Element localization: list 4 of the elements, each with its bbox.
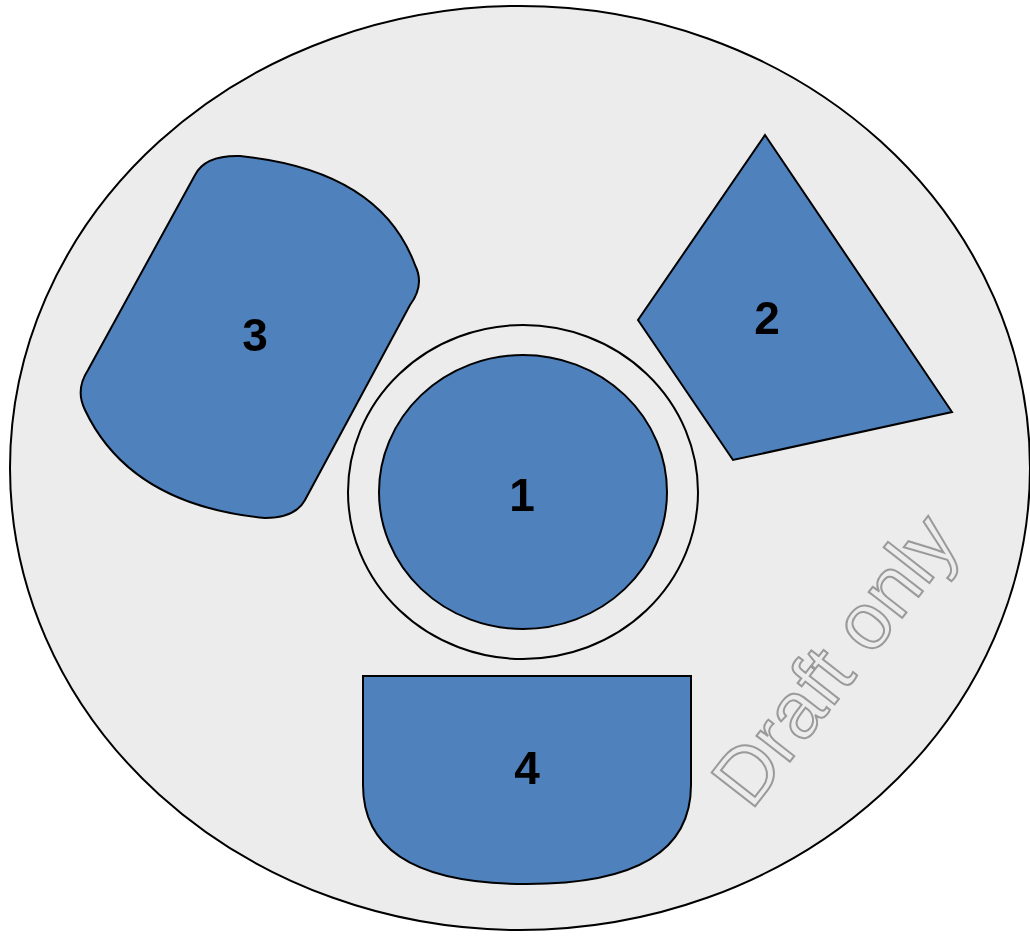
shape-number: 2 xyxy=(754,295,780,341)
shape-number: 1 xyxy=(509,472,535,518)
shape-number: 4 xyxy=(514,745,540,791)
shape-number: 3 xyxy=(242,312,268,358)
